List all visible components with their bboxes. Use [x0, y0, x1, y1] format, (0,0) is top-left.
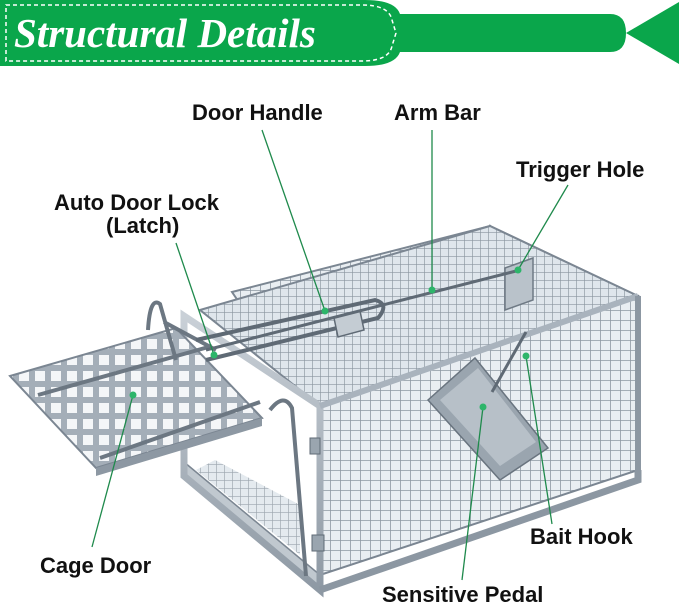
callout-dot-bait-hook: [522, 352, 530, 360]
callout-dot-sensitive-pedal: [479, 403, 487, 411]
label-auto-door-lock: Auto Door Lock: [54, 190, 220, 215]
banner-shape: [0, 0, 626, 66]
bait-hook-wire: [490, 331, 528, 393]
label-trigger-hole: Trigger Hole: [516, 157, 644, 182]
callout-dot-trigger-hole: [514, 266, 522, 274]
latch-upright: [268, 398, 308, 577]
label-cage-door: Cage Door: [40, 553, 152, 578]
callout-dots: [129, 266, 530, 411]
callout-dot-cage-door: [129, 391, 137, 399]
callout-line-door-lock: [175, 242, 215, 356]
callout-dot-door-lock: [210, 351, 218, 359]
label-door-handle: Door Handle: [192, 100, 323, 125]
door-lever-bars: [37, 344, 261, 460]
label-bait-hook: Bait Hook: [530, 524, 633, 549]
label-arm-bar: Arm Bar: [394, 100, 481, 125]
page-title: Structural Details: [14, 10, 316, 56]
banner-inner-border: [5, 4, 397, 62]
header-banner: Structural Details: [0, 0, 679, 66]
latch-block: [309, 437, 321, 455]
bottom-clip: [311, 534, 325, 552]
cage-illustration: [8, 224, 642, 598]
callout-dot-door-handle: [321, 307, 329, 315]
trigger-box: [504, 256, 534, 312]
callout-line-trigger-hole: [517, 184, 569, 271]
pedal-shadow: [440, 368, 536, 466]
door-handle-loop: [195, 297, 386, 362]
callout-dot-arm-bar: [428, 286, 436, 294]
cage-top-edge: [319, 293, 639, 409]
arm-bar-rod: [205, 268, 521, 352]
callouts: [91, 129, 569, 581]
callout-line-door-handle: [261, 129, 326, 312]
label-sensitive-pedal: Sensitive Pedal: [382, 582, 543, 607]
callout-line-cage-door: [91, 394, 134, 548]
cage-door-edge: [96, 418, 262, 476]
banner-arrow-icon: [626, 2, 679, 64]
door-lever-loop: [146, 300, 217, 361]
labels: Door Handle Arm Bar Trigger Hole Auto Do…: [40, 100, 644, 607]
cage-floor-mesh: [196, 460, 300, 555]
label-auto-door-lock-latch: (Latch): [106, 213, 179, 238]
callout-line-bait-hook: [525, 355, 553, 525]
callout-line-sensitive-pedal: [461, 406, 484, 581]
